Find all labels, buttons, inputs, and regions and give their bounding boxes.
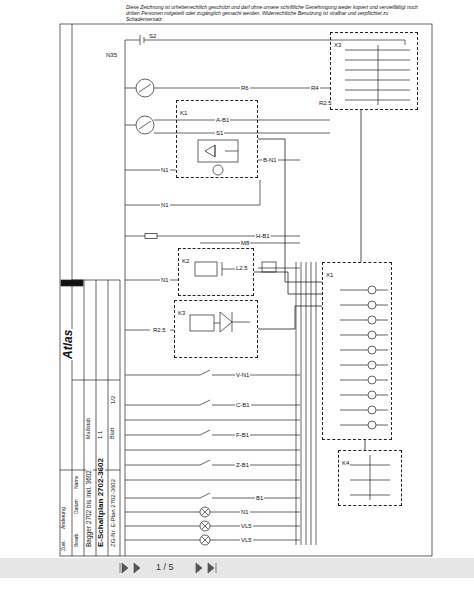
gauge-symbol: [136, 79, 154, 134]
component-tag: K4: [339, 458, 352, 468]
wire-label: B1: [255, 495, 264, 501]
wire-connector: [365, 440, 366, 450]
wire-label: N1: [160, 277, 170, 283]
connector-symbol: [345, 45, 410, 105]
wire-label: L2.5: [235, 265, 249, 271]
part-name: S1: [215, 130, 224, 136]
wire-label: B-N1: [262, 157, 278, 163]
lamp-symbol: [125, 507, 300, 545]
component-tag: K2: [179, 256, 192, 266]
battery-symbol: [125, 35, 405, 45]
wire-label: F-B1: [235, 432, 250, 438]
fuse-symbol: [145, 234, 157, 239]
wire-label: H-B1: [255, 233, 271, 239]
title-text: E-Schaltplan 2702-3602: [97, 457, 105, 548]
wire-label: VL5: [240, 537, 253, 543]
component-tag: K3: [175, 308, 188, 318]
title-field: Zust.: [61, 539, 66, 552]
title-field: Bearb.: [74, 531, 79, 548]
switch-symbol: [125, 370, 300, 498]
relay-symbol: [198, 140, 238, 175]
title-field: 1/2: [110, 395, 116, 405]
wire-connector: [254, 272, 322, 294]
wire-connector: [361, 110, 362, 262]
wire-label: A-B1: [215, 117, 230, 123]
wire-label: R2.5: [152, 327, 167, 333]
relay-symbol: [190, 262, 276, 332]
wire: [125, 170, 260, 205]
part-name: N35: [105, 52, 118, 58]
wire-label: N1: [240, 509, 250, 515]
wire-label: M8: [240, 240, 250, 246]
wire-label: N1: [160, 167, 170, 173]
wire-connector: [258, 306, 322, 329]
title-field: Maßstab: [86, 417, 92, 440]
title-field: Name: [74, 475, 79, 490]
drawing-number: ZG-Nr. E-Plan 2702-3602: [110, 478, 116, 548]
viewer-toolbar: [0, 558, 474, 578]
relay-box: K3: [174, 300, 258, 358]
relay-box: K1: [176, 100, 258, 178]
title-field: 1:1: [97, 430, 103, 440]
component-tag: X3: [331, 40, 344, 50]
title-block: [60, 24, 120, 556]
title-text: Bagger 2702 bis inkl. 3602: [86, 469, 93, 548]
terminal-strip: X1: [322, 262, 392, 440]
title-field: Datum: [74, 498, 79, 515]
relay-box: K2: [178, 248, 254, 296]
title-field: Änderung: [61, 506, 66, 530]
title-field: Blatt: [110, 427, 116, 440]
sheet-frame: [60, 24, 432, 556]
wire: [125, 236, 300, 280]
connector-box: X3: [330, 32, 418, 110]
relay-box: K4: [338, 450, 402, 506]
wire-label: R6: [240, 85, 250, 91]
nav-icons: [120, 563, 216, 573]
component-tag: X1: [323, 270, 336, 280]
wire-label: R4: [310, 85, 320, 91]
wire-label: N1: [160, 202, 170, 208]
wire-label: VL5: [240, 523, 253, 529]
company-logo: Atlas: [62, 329, 74, 360]
wire: [125, 88, 330, 160]
wire-bundle: [296, 262, 390, 545]
wire-connector: [258, 139, 322, 282]
part-name: S2: [148, 33, 157, 39]
component-tag: K1: [177, 108, 190, 118]
wire-label: Z-B1: [235, 462, 250, 468]
page-indicator: 1 / 5: [155, 563, 175, 572]
wire-label: V-N1: [235, 372, 250, 378]
ground-bus: [125, 40, 126, 556]
copyright-note: Diese Zeichnung ist urheberrechtlich ges…: [125, 5, 427, 22]
wire-label: C-B1: [235, 402, 251, 408]
wire-label: R2.5: [318, 100, 333, 106]
